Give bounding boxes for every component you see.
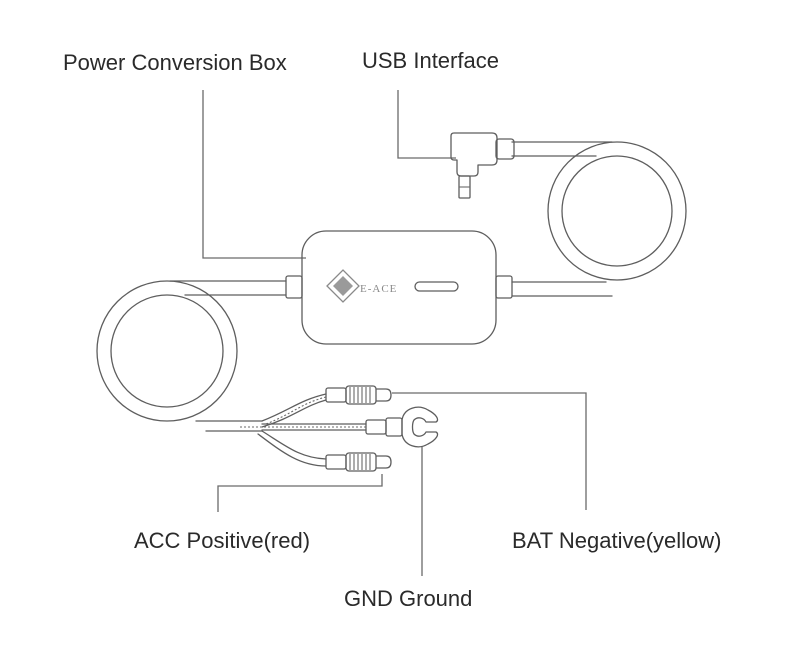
bat-connector-sleeve — [325, 387, 347, 403]
leader-power-box — [202, 90, 306, 259]
acc-connector-sleeve — [325, 454, 347, 470]
usb-strain-relief — [495, 138, 515, 160]
acc-wire-a — [261, 430, 327, 460]
logo-diamond-icon — [326, 269, 360, 303]
left-cable-loop — [96, 280, 287, 432]
acc-connector — [325, 452, 392, 472]
gnd-ground-label: GND Ground — [344, 586, 473, 611]
led-indicator — [414, 281, 459, 292]
power-conversion-box-label: Power Conversion Box — [63, 50, 287, 75]
right-loop-outer — [547, 141, 687, 281]
bat-wire-a — [261, 393, 327, 422]
acc-connector-tip — [375, 455, 392, 469]
usb-interface-label: USB Interface — [362, 48, 499, 73]
acc-wire-b — [257, 433, 327, 467]
acc-connector-body — [345, 452, 377, 472]
bat-connector-tip — [375, 388, 392, 402]
logo-text: E-ACE — [360, 283, 397, 295]
wires — [240, 393, 367, 467]
acc-positive-label: ACC Positive(red) — [134, 528, 311, 553]
usb-elbow-body — [450, 132, 498, 177]
left-loop-inner — [110, 294, 224, 408]
bat-connector-ribs — [349, 387, 371, 403]
gnd-connector-body — [385, 417, 403, 437]
leader-lines — [202, 90, 587, 576]
acc-connector-ribs — [349, 454, 371, 470]
bat-connector — [325, 385, 392, 405]
bat-connector-body — [345, 385, 377, 405]
gnd-fork-terminal — [401, 406, 439, 448]
leader-acc — [217, 474, 383, 512]
leader-usb — [397, 90, 456, 159]
logo-diamond-inner-icon — [333, 276, 353, 296]
usb-connector — [450, 132, 515, 199]
box-right-strain-relief — [495, 275, 513, 299]
right-loop-inner — [561, 155, 673, 267]
box-body — [301, 230, 497, 345]
brand-logo: E-ACE — [326, 269, 397, 303]
right-cable-loop — [511, 141, 687, 297]
leader-bat — [392, 392, 587, 510]
box-left-strain-relief — [285, 275, 303, 299]
bat-wire-b — [261, 399, 327, 428]
gnd-connector-sleeve — [365, 419, 387, 435]
left-loop-outer — [96, 280, 238, 422]
bat-negative-label: BAT Negative(yellow) — [512, 528, 722, 553]
gnd-connector — [365, 406, 439, 448]
bat-wire-braid — [265, 396, 327, 425]
power-conversion-box: E-ACE — [285, 230, 513, 345]
